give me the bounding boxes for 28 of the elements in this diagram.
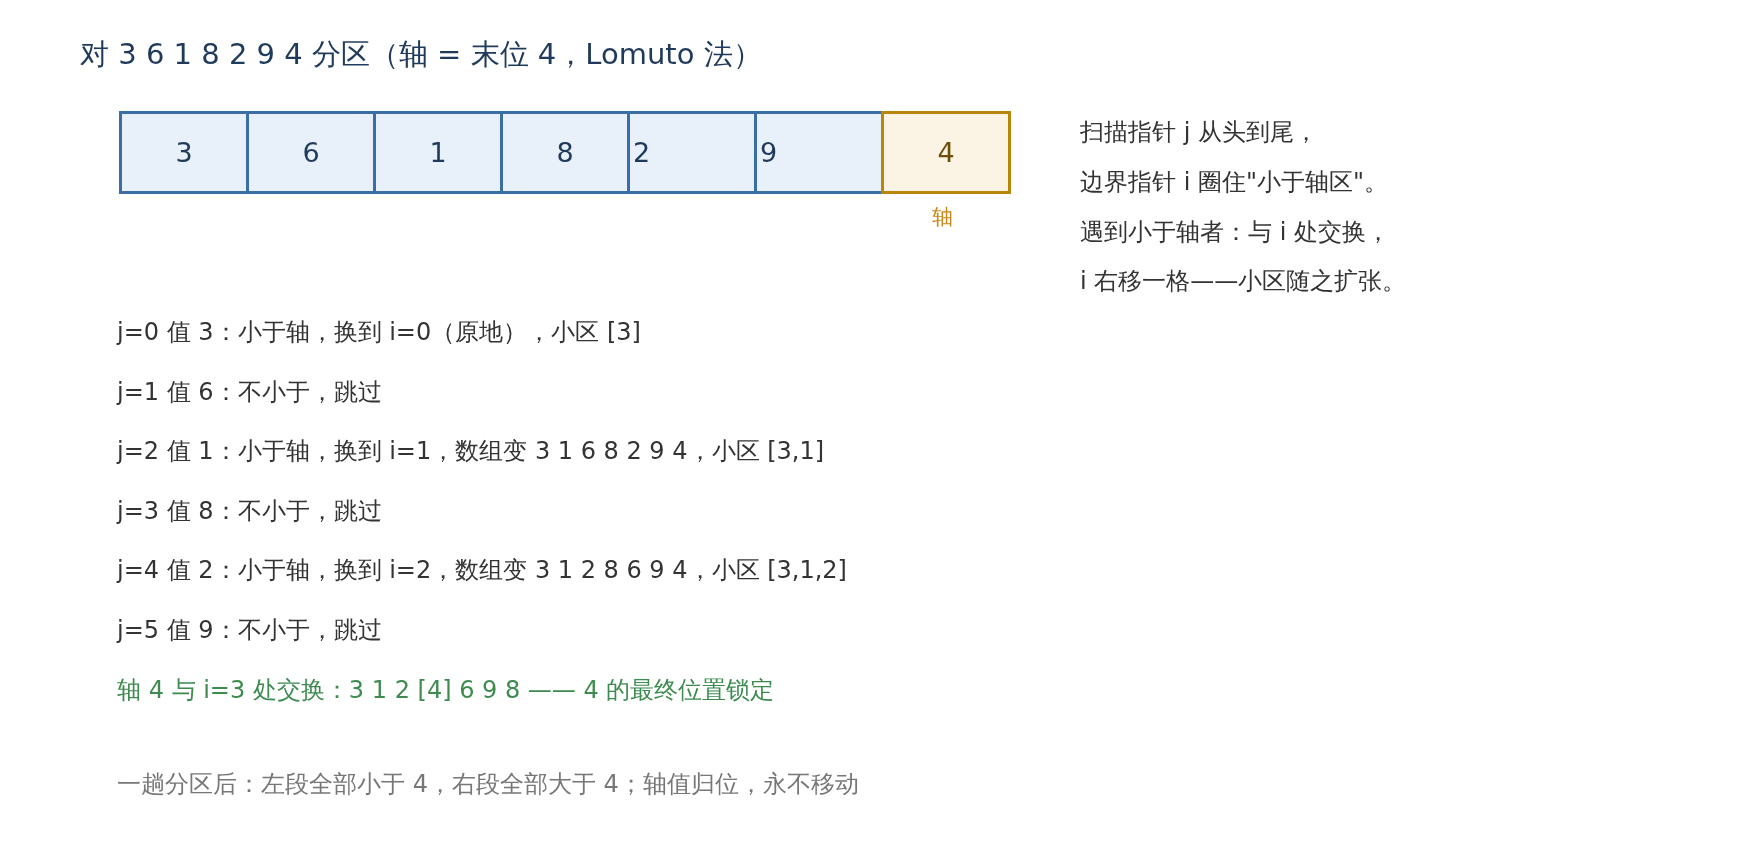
step-text: j=0 值 3：小于轴，换到 i=0（原地），小区 [3] bbox=[117, 317, 641, 348]
step-text: j=3 值 8：不小于，跳过 bbox=[117, 495, 382, 527]
note-text: 边界指针 i 圈住"小于轴区"。 bbox=[1080, 166, 1388, 198]
array-cell bbox=[119, 111, 249, 194]
step-text: j=2 值 1：小于轴，换到 i=1，数组变 3 1 6 8 2 9 4，小区 [3,1] bbox=[117, 436, 825, 468]
pivot-label: 轴 bbox=[931, 204, 953, 231]
step-text: j=5 值 9：不小于，跳过 bbox=[117, 615, 382, 646]
result-text: 轴 4 与 i=3 处交换：3 1 2 [4] 6 9 8 —— 4 的最终位置锁定 bbox=[117, 674, 775, 706]
array-cell bbox=[373, 111, 503, 194]
note-text: 遇到小于轴者：与 i 处交换， bbox=[1080, 216, 1390, 248]
caption: 一趟分区后：左段全部小于 4，右段全部大于 4；轴值归位，永不移动 bbox=[117, 769, 859, 800]
array-cell bbox=[246, 111, 376, 194]
note-text: 扫描指针 j 从头到尾， bbox=[1080, 117, 1318, 148]
array-cell bbox=[754, 111, 884, 194]
cell-value: 4 bbox=[937, 139, 955, 166]
array-cell bbox=[627, 111, 757, 194]
cell-value: 9 bbox=[760, 139, 778, 166]
note-text: i 右移一格——小区随之扩张。 bbox=[1080, 266, 1407, 298]
step-text: j=1 值 6：不小于，跳过 bbox=[117, 376, 382, 408]
title: 对 3 6 1 8 2 9 4 分区（轴 = 末位 4，Lomuto 法） bbox=[80, 36, 762, 73]
cell-value: 8 bbox=[556, 139, 574, 166]
cell-value: 2 bbox=[633, 139, 651, 166]
cell-value: 3 bbox=[175, 139, 193, 166]
pivot-cell bbox=[881, 111, 1011, 194]
cell-value: 6 bbox=[302, 139, 320, 166]
cell-value: 1 bbox=[429, 139, 447, 166]
step-text: j=4 值 2：小于轴，换到 i=2，数组变 3 1 2 8 6 9 4，小区 [3,1,2] bbox=[117, 555, 847, 587]
array-cell bbox=[500, 111, 630, 194]
